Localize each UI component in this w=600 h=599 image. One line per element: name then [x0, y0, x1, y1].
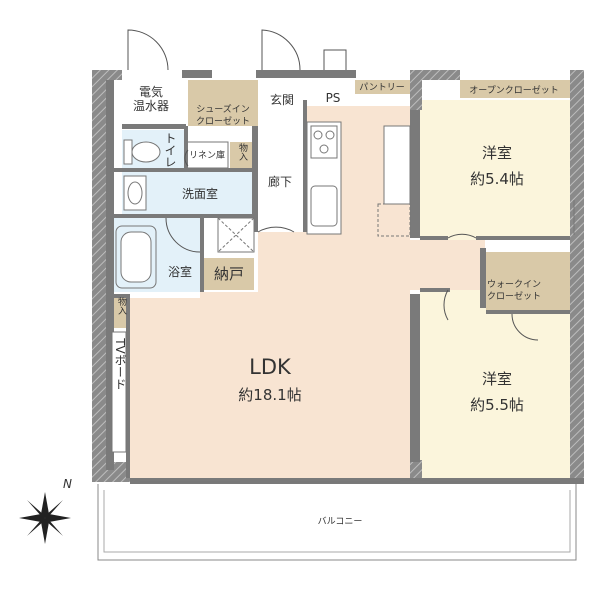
balcony-floor — [95, 488, 580, 560]
walk-in-closet-label-2: クローゼット — [487, 290, 541, 302]
genkan-label: 玄関 — [270, 92, 294, 107]
shoes-in-closet-label-1: シューズイン — [196, 103, 250, 115]
kitchen-counter-icon — [306, 121, 342, 235]
walk-in-closet-floor — [486, 252, 570, 312]
nando-floor — [204, 258, 254, 290]
pantry-label: パントリー — [359, 82, 404, 93]
youshitsu1-name-label: 洋室 — [482, 144, 512, 162]
youshitsu1-floor — [420, 100, 570, 240]
ldk-floor — [130, 106, 420, 478]
hallway-floor — [258, 128, 303, 232]
rouka-label: 廊下 — [268, 174, 292, 189]
windows — [140, 200, 575, 483]
toilet-fixture-icon — [123, 139, 161, 165]
toilet-label: トイレ — [163, 132, 177, 168]
fixtures — [97, 29, 577, 561]
compass-rose-icon — [19, 492, 71, 544]
corridor-to-rooms — [410, 240, 485, 290]
balcony-outline — [97, 484, 577, 561]
balcony-label: バルコニー — [318, 516, 363, 527]
compass: N — [19, 477, 72, 544]
denki-onsuiki-label-2: 温水器 — [133, 99, 169, 113]
labels: 電気 温水器 シューズイン クローゼット 玄関 PS パントリー オープンクロー… — [113, 82, 559, 527]
monoire-left-label: 物入 — [116, 296, 127, 315]
denki-onsuiki-floor — [122, 80, 180, 124]
pantry-floor — [355, 80, 410, 94]
kitchen-island-icon — [383, 125, 411, 205]
open-closet-label: オープンクローゼット — [469, 84, 558, 96]
tv-board-label: TVボード — [113, 337, 127, 390]
monoire-top-floor — [230, 142, 254, 168]
washing-machine-pan-icon — [217, 217, 255, 253]
youshitsu2-name-label: 洋室 — [482, 370, 512, 388]
shoes-in-closet-floor — [188, 80, 258, 126]
door-swings — [127, 29, 539, 341]
walls — [92, 70, 584, 484]
walk-in-closet-label-1: ウォークイン — [487, 279, 541, 290]
nando-label: 納戸 — [214, 265, 244, 283]
senmen-label: 洗面室 — [182, 186, 218, 201]
compass-north-label: N — [63, 477, 72, 491]
ps-label: PS — [326, 91, 341, 105]
monoire-top-label: 物入 — [237, 142, 248, 161]
open-closet-floor — [460, 80, 570, 98]
linen-label: リネン庫 — [189, 149, 225, 161]
denki-onsuiki-label-1: 電気 — [139, 84, 163, 99]
youshitsu1-size-label: 約5.4帖 — [470, 170, 524, 188]
fridge-space-icon — [377, 203, 411, 237]
youshitsu2-size-label: 約5.5帖 — [470, 396, 524, 414]
youshitsu2-floor — [420, 290, 570, 478]
yokushitsu-label: 浴室 — [168, 264, 192, 279]
shoes-in-closet-label-2: クローゼット — [196, 115, 250, 127]
tv-board-icon — [111, 331, 127, 453]
monoire-left-floor — [112, 298, 130, 328]
ldk-name-label: LDK — [249, 355, 292, 379]
ldk-size-label: 約18.1帖 — [238, 386, 301, 404]
